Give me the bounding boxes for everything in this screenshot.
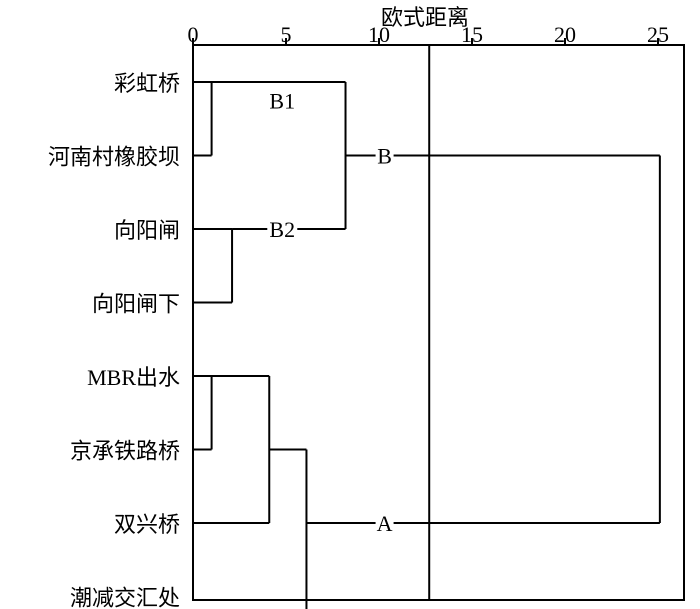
x-tick-label: 0 <box>188 22 199 47</box>
x-axis-ticks: 0 5 10 15 20 25 <box>188 22 670 47</box>
cluster-label: B <box>377 144 392 169</box>
cluster-label-bg <box>375 511 394 535</box>
cluster-label-bg <box>375 143 394 168</box>
chart-title: 欧式距离 <box>381 6 469 31</box>
dendrogram-branches <box>193 45 661 609</box>
x-tick-label: 10 <box>368 22 390 47</box>
cluster-label: B1 <box>269 88 295 113</box>
leaf-label: 京承铁路桥 <box>70 440 180 465</box>
cluster-label-bg <box>267 217 298 241</box>
leaf-label: 向阳闸下 <box>92 293 180 318</box>
x-tick-label: 5 <box>281 22 292 47</box>
x-tick-label: 15 <box>461 22 483 47</box>
cluster-label-bg <box>267 88 298 113</box>
leaf-label: 双兴桥 <box>114 513 180 538</box>
leaf-label: MBR出水 <box>87 365 180 390</box>
cluster-label: B2 <box>269 217 295 242</box>
leaf-label: 向阳闸 <box>114 219 180 244</box>
leaf-label: 彩虹桥 <box>114 72 180 97</box>
x-tick-label: 25 <box>647 22 669 47</box>
x-tick-label: 20 <box>554 22 576 47</box>
leaf-label: 河南村橡胶坝 <box>48 146 180 171</box>
cluster-label: A <box>377 511 393 536</box>
leaf-label: 潮减交汇处 <box>70 587 180 609</box>
plot-frame <box>192 44 685 601</box>
